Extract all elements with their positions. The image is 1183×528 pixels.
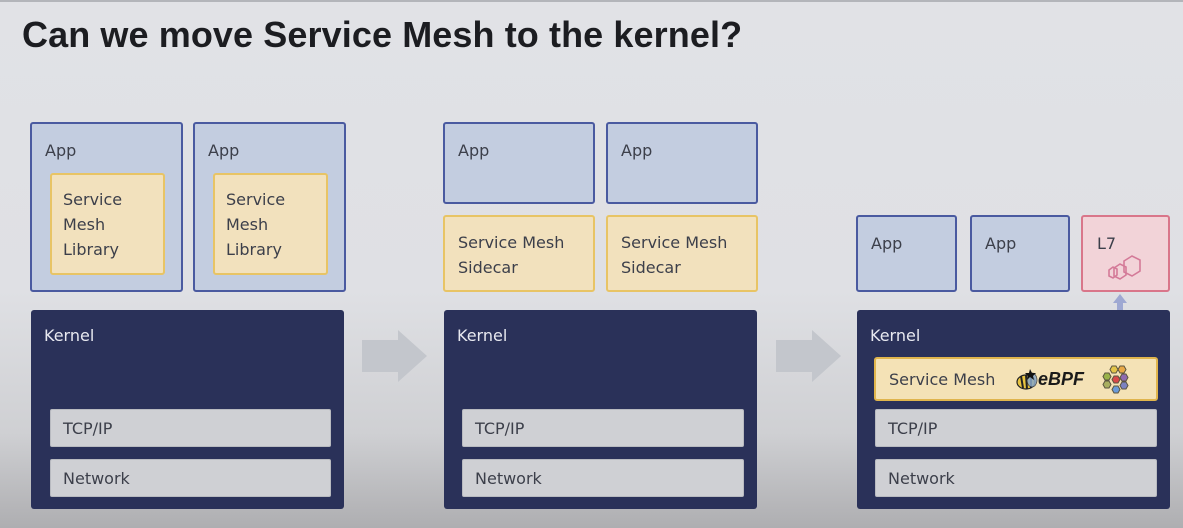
transition-arrow-icon	[776, 330, 841, 382]
app-label: App	[208, 141, 240, 160]
sidecar-box: Service Mesh Sidecar	[606, 215, 758, 292]
network-layer: Network	[50, 459, 331, 497]
app-box: App	[856, 215, 957, 292]
cilium-hexagon-icon	[1102, 365, 1129, 394]
app-label: App	[458, 141, 490, 160]
network-label: Network	[63, 469, 130, 488]
ebpf-bee-icon	[1016, 369, 1038, 390]
ebpf-logo-text: eBPF	[1038, 369, 1085, 389]
kernel-label: Kernel	[457, 326, 508, 345]
tcp-ip-layer: TCP/IP	[50, 409, 331, 447]
kernel-label: Kernel	[44, 326, 95, 345]
app-box: App	[970, 215, 1070, 292]
envoy-proxy-icon	[1108, 255, 1141, 280]
tcp-ip-layer: TCP/IP	[875, 409, 1157, 447]
service-mesh-library-label: Service Mesh Library	[226, 190, 286, 259]
sidecar-box: Service Mesh Sidecar	[443, 215, 595, 292]
tcp-ip-label: TCP/IP	[888, 419, 938, 438]
network-layer: Network	[875, 459, 1157, 497]
service-mesh-library-box: Service Mesh Library	[50, 173, 165, 275]
network-layer: Network	[462, 459, 744, 497]
app-label: App	[45, 141, 77, 160]
l7-label: L7	[1097, 234, 1117, 253]
network-label: Network	[888, 469, 955, 488]
app-label: App	[621, 141, 653, 160]
app-box: App Service Mesh Library	[193, 122, 346, 292]
sidecar-label: Service Mesh Sidecar	[621, 233, 728, 277]
kernel-box: Kernel TCP/IP Network	[444, 310, 757, 509]
slide-title: Can we move Service Mesh to the kernel?	[22, 14, 743, 55]
app-label: App	[985, 234, 1017, 253]
tcp-ip-layer: TCP/IP	[462, 409, 744, 447]
app-box: App	[443, 122, 595, 204]
app-box: App Service Mesh Library	[30, 122, 183, 292]
top-border	[0, 0, 1183, 2]
service-mesh-library-label: Service Mesh Library	[63, 190, 123, 259]
app-box: App	[606, 122, 758, 204]
service-mesh-library-box: Service Mesh Library	[213, 173, 328, 275]
tcp-ip-label: TCP/IP	[475, 419, 525, 438]
transition-arrow-icon	[362, 330, 427, 382]
l7-proxy-box: L7	[1081, 215, 1170, 292]
service-mesh-label: Service Mesh	[889, 370, 996, 389]
sidecar-label: Service Mesh Sidecar	[458, 233, 565, 277]
tcp-ip-label: TCP/IP	[63, 419, 113, 438]
network-label: Network	[475, 469, 542, 488]
app-label: App	[871, 234, 903, 253]
kernel-box: Kernel Service Mesh eBPF	[857, 310, 1170, 509]
kernel-box: Kernel TCP/IP Network	[31, 310, 344, 509]
kernel-label: Kernel	[870, 326, 921, 345]
ebpf-service-mesh-layer: Service Mesh eBPF	[874, 357, 1158, 401]
